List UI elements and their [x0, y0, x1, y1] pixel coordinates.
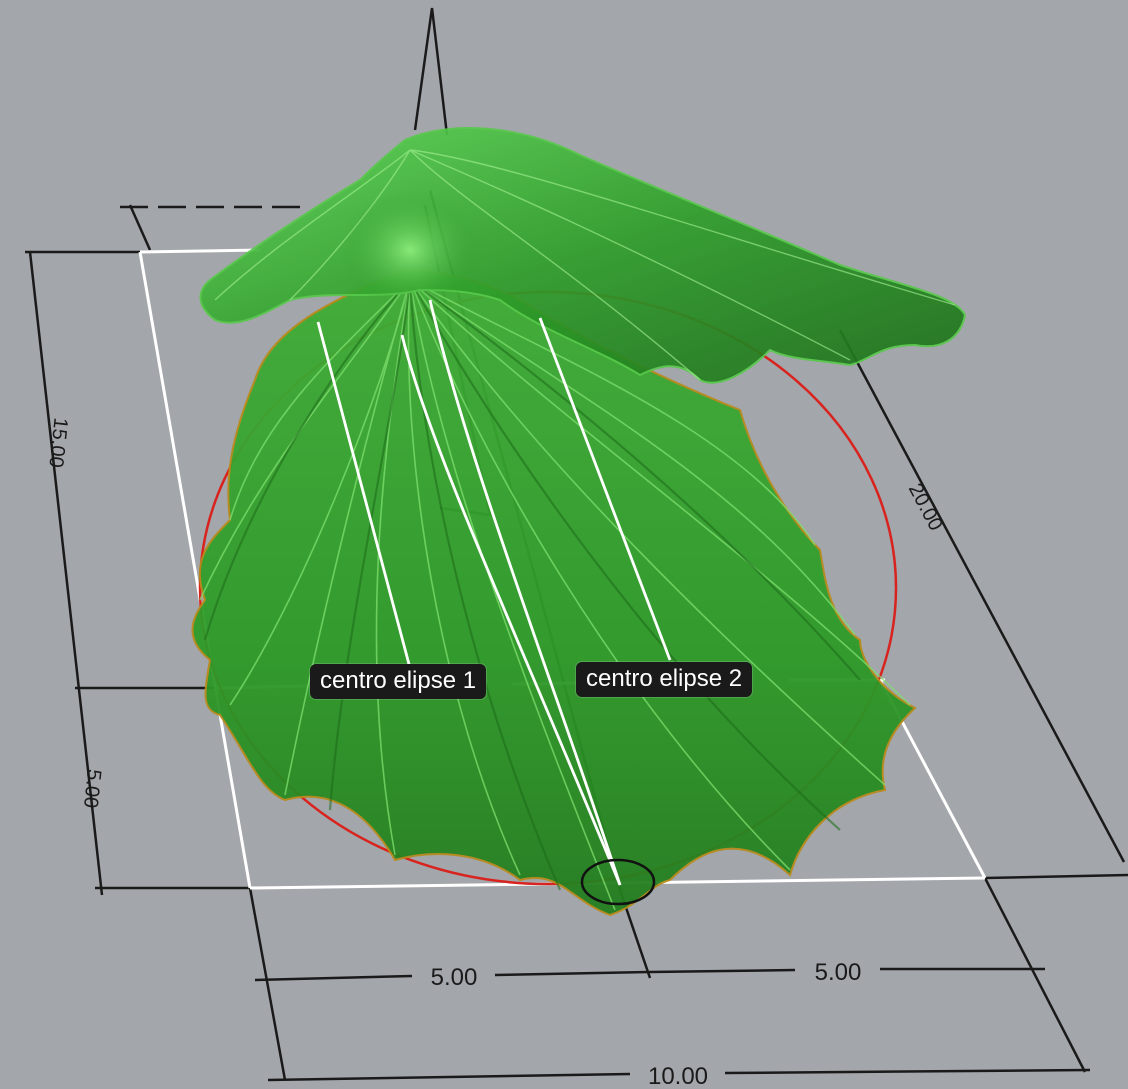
axis-spike [413, 7, 449, 136]
dim-left-upper: 15.00 [44, 417, 71, 469]
right-dimension-line [838, 329, 1126, 863]
guide-lines-overlay [316, 299, 672, 886]
dim-bottom-right: 5.00 [815, 959, 862, 986]
fan-pleats [199, 279, 911, 911]
canopy-ribs [214, 149, 956, 381]
dim-left-lower: 5.00 [79, 768, 105, 809]
bottom-dimension-line [248, 887, 287, 1081]
apex-highlight [340, 190, 480, 310]
focus-ellipse-marker [580, 858, 656, 906]
dim-bottom-left: 5.00 [431, 964, 478, 991]
fan-pleat-shadows [203, 279, 861, 891]
left-dimension-line [28, 251, 104, 896]
label-centro-elipse-2: centro elipse 2 [576, 662, 753, 697]
dim-bottom-total: 10.00 [648, 1063, 708, 1089]
dim-right-diagonal: 20.00 [904, 480, 947, 535]
fan-surface-body[interactable] [191, 268, 917, 917]
label-centro-elipse-1: centro elipse 1 [310, 664, 487, 699]
